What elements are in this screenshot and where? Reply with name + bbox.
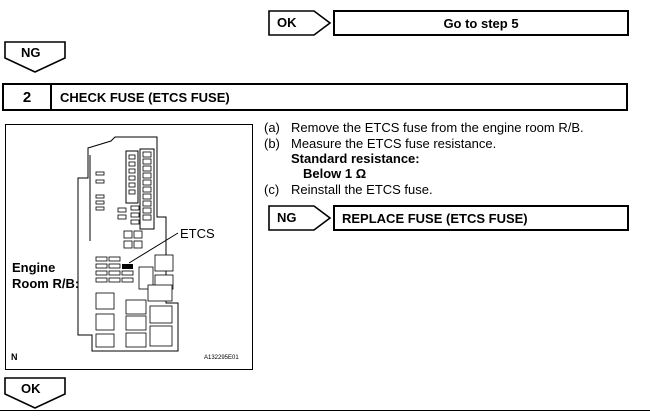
ng-tag-label: NG bbox=[277, 210, 297, 225]
ng-tag-shape bbox=[268, 205, 332, 231]
standard-resistance-heading: Standard resistance: bbox=[291, 151, 420, 166]
instruction-b: (b) Measure the ETCS fuse resistance. bbox=[264, 136, 644, 152]
relay-block-diagram: ETCS Engine Room R/B: N A132295E01 bbox=[5, 124, 253, 370]
instruction-b-text: Measure the ETCS fuse resistance. bbox=[291, 136, 497, 151]
etcs-callout-label: ETCS bbox=[180, 226, 215, 241]
ok-tag-label: OK bbox=[277, 15, 297, 30]
engine-room-label-line2: Room R/B: bbox=[12, 276, 80, 291]
instruction-c: (c) Reinstall the ETCS fuse. bbox=[264, 182, 644, 198]
instruction-a-label: (a) bbox=[264, 120, 280, 135]
go-to-step-5-label: Go to step 5 bbox=[443, 15, 519, 31]
corner-mark-n: N bbox=[11, 352, 18, 362]
ok-down-tag-shape bbox=[4, 377, 66, 409]
go-to-step-5-box[interactable]: Go to step 5 bbox=[333, 10, 629, 36]
instruction-c-label: (c) bbox=[264, 182, 280, 197]
standard-resistance-value: Below 1 Ω bbox=[303, 166, 367, 181]
figure-id: A132295E01 bbox=[204, 355, 239, 361]
instruction-c-text: Reinstall the ETCS fuse. bbox=[291, 182, 433, 197]
engine-room-label-line1: Engine bbox=[12, 260, 56, 275]
ng-down-tag-shape bbox=[4, 41, 66, 73]
footer-rule bbox=[0, 410, 650, 411]
step-title: CHECK FUSE (ETCS FUSE) bbox=[60, 89, 230, 105]
instruction-a: (a) Remove the ETCS fuse from the engine… bbox=[264, 120, 644, 136]
replace-fuse-label: REPLACE FUSE (ETCS FUSE) bbox=[342, 210, 528, 226]
relay-block-drawing bbox=[77, 136, 179, 352]
step-number: 2 bbox=[4, 85, 52, 109]
ng-down-tag-label: NG bbox=[21, 45, 41, 60]
replace-fuse-box[interactable]: REPLACE FUSE (ETCS FUSE) bbox=[333, 205, 629, 231]
etcs-fuse-highlight bbox=[122, 264, 133, 269]
instruction-b-label: (b) bbox=[264, 136, 280, 151]
ok-tag-shape bbox=[268, 10, 332, 36]
etcs-callout-line bbox=[128, 232, 179, 264]
instruction-a-text: Remove the ETCS fuse from the engine roo… bbox=[291, 120, 584, 135]
step-header: 2 CHECK FUSE (ETCS FUSE) bbox=[2, 83, 628, 111]
ok-down-tag-label: OK bbox=[21, 381, 41, 396]
